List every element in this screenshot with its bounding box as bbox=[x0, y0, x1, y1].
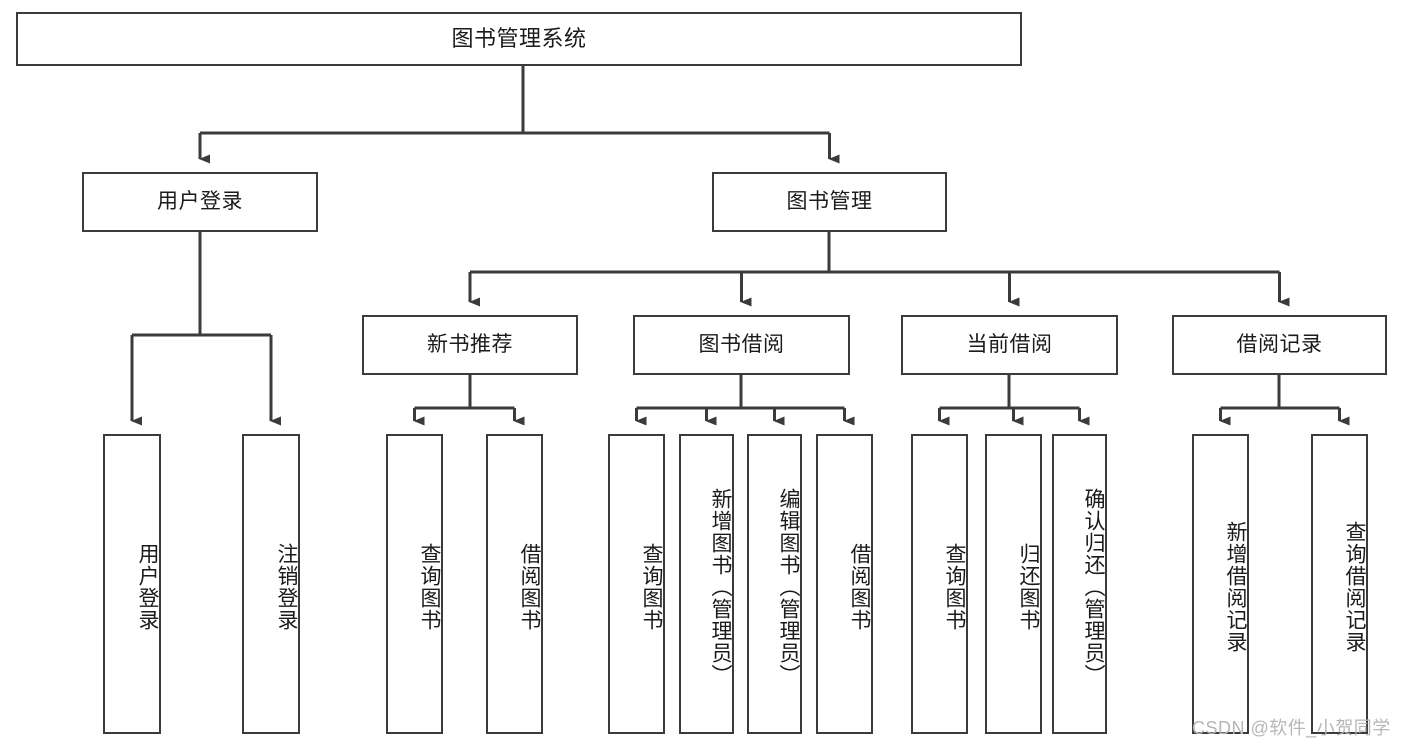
node-label: 查询图书 bbox=[418, 543, 441, 631]
node-current: 当前借阅 bbox=[901, 315, 1118, 375]
node-label: 查询图书 bbox=[640, 543, 663, 631]
node-n-borrow: 借阅图书 bbox=[486, 434, 543, 734]
watermark: CSDN @软件_小贺同学 bbox=[1192, 718, 1391, 738]
node-label: 归还图书 bbox=[1017, 543, 1040, 631]
node-l-login: 用户登录 bbox=[103, 434, 161, 734]
node-label: 查询图书 bbox=[943, 543, 966, 631]
node-r-query: 查询借阅记录 bbox=[1311, 434, 1368, 734]
node-newbook: 新书推荐 bbox=[362, 315, 578, 375]
node-label: 编辑图书（管理员） bbox=[777, 488, 800, 686]
node-records: 借阅记录 bbox=[1172, 315, 1387, 375]
node-login: 用户登录 bbox=[82, 172, 318, 232]
connector-lines bbox=[130, 66, 1350, 426]
node-b-add: 新增图书（管理员） bbox=[679, 434, 734, 734]
node-c-query: 查询图书 bbox=[911, 434, 968, 734]
node-c-confirm: 确认归还（管理员） bbox=[1052, 434, 1107, 734]
node-b-query: 查询图书 bbox=[608, 434, 665, 734]
node-label: 查询借阅记录 bbox=[1343, 521, 1366, 653]
node-label: 用户登录 bbox=[136, 543, 159, 631]
node-label: 确认归还（管理员） bbox=[1082, 488, 1105, 686]
node-borrow: 图书借阅 bbox=[633, 315, 850, 375]
node-root: 图书管理系统 bbox=[16, 12, 1022, 66]
node-b-lend: 借阅图书 bbox=[816, 434, 873, 734]
node-label: 新增图书（管理员） bbox=[709, 488, 732, 686]
node-r-add: 新增借阅记录 bbox=[1192, 434, 1249, 734]
node-c-return: 归还图书 bbox=[985, 434, 1042, 734]
node-n-query: 查询图书 bbox=[386, 434, 443, 734]
node-bookmgmt: 图书管理 bbox=[712, 172, 947, 232]
node-label: 借阅图书 bbox=[518, 543, 541, 631]
node-l-logout: 注销登录 bbox=[242, 434, 300, 734]
node-b-edit: 编辑图书（管理员） bbox=[747, 434, 802, 734]
node-label: 借阅图书 bbox=[848, 543, 871, 631]
node-label: 新增借阅记录 bbox=[1224, 521, 1247, 653]
node-label: 注销登录 bbox=[275, 543, 298, 631]
